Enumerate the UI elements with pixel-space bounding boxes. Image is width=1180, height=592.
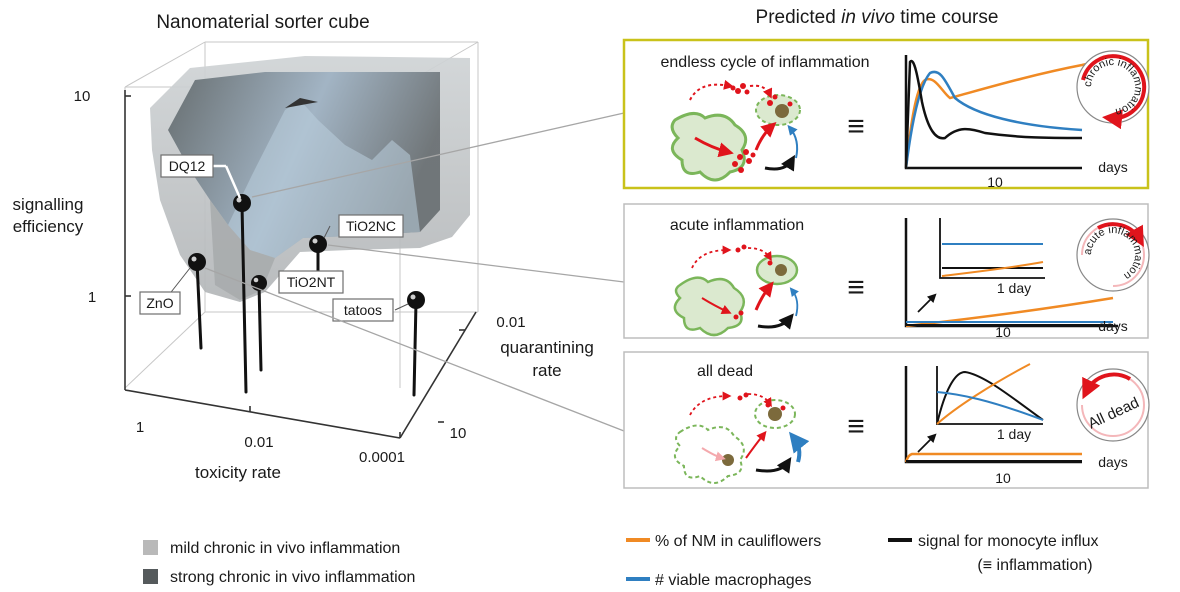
equivalence-symbol-1: ≡ bbox=[847, 110, 865, 143]
material-label-tatoos: tatoos bbox=[332, 298, 394, 322]
material-label-tio2nc: TiO2NC bbox=[338, 214, 404, 238]
panel-dead: all dead ≡ bbox=[623, 351, 1150, 489]
legend-label-cauliflowers: % of NM in cauliflowers bbox=[655, 533, 821, 550]
sorter-cube: Nanomaterial sorter cube bbox=[13, 12, 594, 482]
timecourse-plot-acute: 1 day days 10 bbox=[904, 218, 1128, 340]
panel-chronic-x-unit: days bbox=[1098, 159, 1128, 175]
cell-diagram-dead bbox=[673, 391, 810, 484]
legend-swatch-strong bbox=[143, 569, 158, 584]
legend-swatch-mild bbox=[143, 540, 158, 555]
y-tick-10: 10 bbox=[74, 88, 91, 105]
panel-chronic-x-tick: 10 bbox=[987, 174, 1003, 190]
y-axis-label-line2: efficiency bbox=[13, 217, 84, 236]
panel-acute: acute inflammation ≡ bbox=[623, 203, 1150, 340]
panel-dead-title: all dead bbox=[697, 363, 753, 380]
surface-peak bbox=[285, 98, 318, 108]
y-tick-1: 1 bbox=[88, 289, 96, 306]
dial-dead: All dead bbox=[1076, 368, 1150, 442]
dial-chronic: chronic inflammation bbox=[1076, 50, 1150, 130]
z-tick-10: 10 bbox=[450, 425, 467, 442]
svg-text:TiO2NC: TiO2NC bbox=[346, 218, 396, 234]
panel-dead-x-tick: 10 bbox=[995, 470, 1011, 486]
cube-axes bbox=[124, 90, 477, 439]
panel-dead-inset-unit: 1 day bbox=[997, 426, 1031, 442]
cube-legend: mild chronic in vivo inflammation strong… bbox=[143, 540, 415, 586]
x-tick-0.0001: 0.0001 bbox=[359, 449, 405, 466]
z-tick-0.01: 0.01 bbox=[496, 314, 525, 331]
panel-acute-x-unit: days bbox=[1098, 318, 1128, 334]
panel-acute-x-tick: 10 bbox=[995, 324, 1011, 340]
z-axis-label-line1: quarantining bbox=[500, 338, 594, 357]
time-course-title: Predicted in vivo time course bbox=[756, 7, 999, 28]
cube-title: Nanomaterial sorter cube bbox=[156, 12, 369, 33]
cell-diagram-acute bbox=[673, 244, 799, 337]
panel-acute-title: acute inflammation bbox=[670, 217, 804, 234]
material-leader-lines bbox=[167, 225, 409, 311]
equivalence-symbol-3: ≡ bbox=[847, 410, 865, 443]
x-tick-1: 1 bbox=[136, 419, 144, 436]
timecourse-legend: % of NM in cauliflowers # viable macroph… bbox=[626, 533, 1099, 589]
material-leaders bbox=[212, 164, 242, 199]
legend-label-strong: strong chronic in vivo inflammation bbox=[170, 569, 415, 586]
time-course-section: Predicted in vivo time course endless cy… bbox=[622, 7, 1150, 489]
legend-label-monocyte: signal for monocyte influx bbox=[918, 533, 1099, 550]
legend-label-macrophages: # viable macrophages bbox=[655, 572, 812, 589]
material-label-zno: ZnO bbox=[139, 291, 181, 315]
dial-acute: acute inflammation bbox=[1076, 218, 1150, 292]
legend-label-mild: mild chronic in vivo inflammation bbox=[170, 540, 400, 557]
z-axis-label-line2: rate bbox=[532, 361, 561, 380]
svg-text:TiO2NT: TiO2NT bbox=[287, 274, 336, 290]
legend-label-monocyte-sub: (≡ inflammation) bbox=[977, 557, 1092, 574]
x-axis-label: toxicity rate bbox=[195, 463, 281, 482]
y-axis-label-line1: signalling bbox=[13, 195, 84, 214]
material-label-dq12: DQ12 bbox=[160, 154, 214, 178]
panel-acute-inset-unit: 1 day bbox=[997, 280, 1031, 296]
cell-diagram-chronic bbox=[670, 79, 801, 182]
x-tick-0.01: 0.01 bbox=[244, 434, 273, 451]
svg-text:tatoos: tatoos bbox=[344, 302, 382, 318]
material-stems bbox=[195, 203, 418, 397]
connector-lines bbox=[204, 112, 625, 432]
equivalence-symbol-2: ≡ bbox=[847, 271, 865, 304]
material-label-tio2nt: TiO2NT bbox=[278, 270, 344, 294]
panel-chronic-title: endless cycle of inflammation bbox=[661, 54, 870, 71]
panel-dead-x-unit: days bbox=[1098, 454, 1128, 470]
panel-chronic: endless cycle of inflammation ≡ bbox=[622, 38, 1150, 190]
svg-text:ZnO: ZnO bbox=[146, 295, 173, 311]
svg-text:DQ12: DQ12 bbox=[169, 158, 206, 174]
timecourse-plot-dead: 1 day days 10 bbox=[904, 363, 1128, 486]
